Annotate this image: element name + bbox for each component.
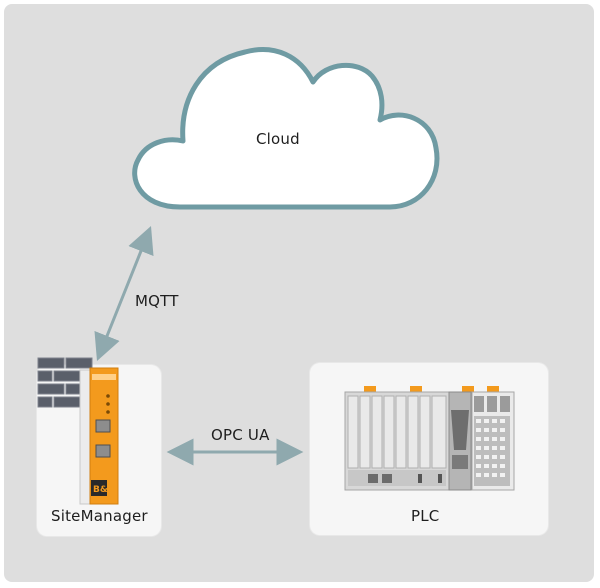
cloud-label: Cloud <box>256 130 300 148</box>
plc-label: PLC <box>411 507 440 525</box>
mqtt-arrow <box>94 225 154 362</box>
plc-device-icon <box>344 386 515 491</box>
cloud-icon <box>132 47 440 210</box>
opcua-label: OPC UA <box>211 426 270 444</box>
sitemanager-device-icon: B&R <box>37 357 119 505</box>
svg-text:B&R: B&R <box>93 485 115 495</box>
sitemanager-label: SiteManager <box>51 507 148 525</box>
mqtt-label: MQTT <box>135 292 179 310</box>
